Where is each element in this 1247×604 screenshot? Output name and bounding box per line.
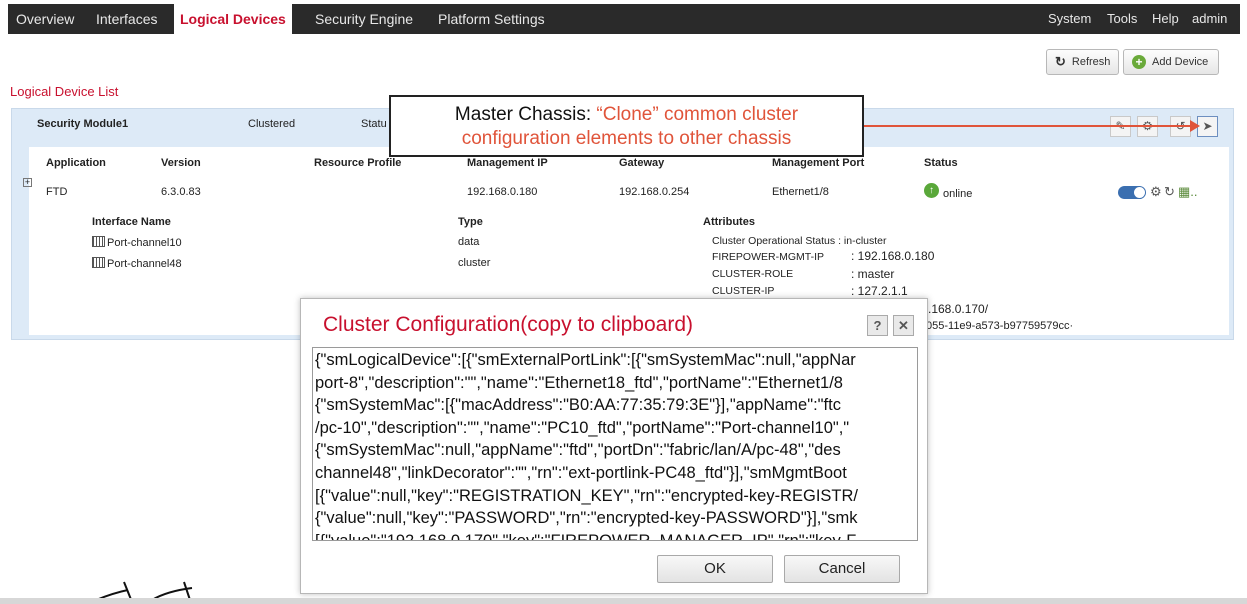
tab-security-engine[interactable]: Security Engine	[315, 11, 414, 27]
refresh-icon: ↻	[1055, 54, 1066, 69]
export-icon[interactable]: ➤	[1197, 116, 1218, 137]
page-title: Logical Device List	[10, 84, 119, 99]
online-status-icon: ↑	[924, 183, 939, 198]
attr-key: Cluster Operational Status	[712, 235, 836, 247]
interface-name: Port-channel48	[107, 258, 182, 270]
cluster-config-dialog: Cluster Configuration(copy to clipboard)…	[300, 298, 928, 594]
attr-value: : master	[851, 267, 895, 281]
interface-type: cluster	[458, 257, 491, 269]
dialog-title: Cluster Configuration(copy to clipboard)	[323, 313, 694, 336]
callout-quote: “Clone” common cluster	[596, 104, 799, 125]
config-line: {"smLogicalDevice":[{"smExternalPortLink…	[315, 351, 856, 369]
device-name: Security Module1	[37, 118, 129, 130]
enable-toggle[interactable]	[1118, 186, 1146, 199]
add-device-button[interactable]: + Add Device	[1123, 49, 1219, 75]
callout-arrow	[864, 125, 1194, 127]
close-icon[interactable]: ✕	[893, 315, 914, 336]
help-icon[interactable]: ?	[867, 315, 888, 336]
app-version: 6.3.0.83	[161, 186, 201, 198]
interface-row-port-channel10: Port-channel10	[92, 236, 182, 249]
refresh-button[interactable]: ↻ Refresh	[1046, 49, 1120, 75]
tab-interfaces[interactable]: Interfaces	[96, 11, 158, 27]
interface-name: Port-channel10	[107, 237, 182, 249]
config-line: port-8","description":"","name":"Etherne…	[315, 373, 843, 392]
add-device-label: Add Device	[1152, 56, 1209, 68]
tab-overview[interactable]: Overview	[16, 11, 75, 27]
header-version: Version	[161, 157, 201, 169]
scribble-mark	[95, 581, 193, 603]
header-management-ip: Management IP	[467, 157, 548, 169]
attr-key: CLUSTER-ROLE	[712, 268, 794, 280]
attr-key: CLUSTER-IP	[712, 285, 775, 297]
app-reload-icon[interactable]: ↻	[1164, 184, 1175, 199]
nav-user-admin[interactable]: admin	[1192, 11, 1228, 26]
cluster-config-textarea[interactable]: {"smLogicalDevice":[{"smExternalPortLink…	[312, 347, 918, 541]
header-interface-type: Type	[458, 216, 483, 228]
callout-colon: :	[585, 104, 597, 125]
header-interface-name: Interface Name	[92, 216, 171, 228]
app-gateway: 192.168.0.254	[619, 186, 690, 198]
tab-logical-devices[interactable]: Logical Devices	[174, 4, 292, 34]
attr-sep: :	[835, 235, 844, 247]
ok-button[interactable]: OK	[657, 555, 773, 583]
attr-partial-value: 055-11e9-a573-b97759579cc·	[926, 320, 1074, 332]
config-line: {"value":null,"key":"PASSWORD","rn":"enc…	[315, 509, 858, 528]
app-name: FTD	[46, 186, 68, 198]
app-management-port: Ethernet1/8	[772, 186, 829, 198]
master-chassis-callout: Master Chassis: “Clone” common cluster c…	[389, 95, 864, 157]
header-attributes: Attributes	[703, 216, 755, 228]
header-management-port: Management Port	[772, 157, 865, 169]
interface-type: data	[458, 236, 480, 248]
header-status: Status	[924, 157, 958, 169]
callout-bold: Master Chassis	[454, 104, 586, 125]
nav-system[interactable]: System	[1048, 11, 1092, 26]
header-resource-profile: Resource Profile	[314, 157, 402, 169]
refresh-label: Refresh	[1071, 56, 1111, 68]
config-line: {"smSystemMac":null,"appName":"ftd","por…	[315, 441, 841, 460]
attr-partial-value: .168.0.170/	[928, 302, 989, 316]
expand-icon[interactable]: +	[23, 177, 32, 187]
header-application: Application	[46, 157, 106, 169]
app-launch-icon[interactable]: ▦..	[1178, 184, 1198, 199]
config-line: [{"value":null,"key":"REGISTRATION_KEY",…	[315, 486, 858, 505]
config-line: [{"value":"192.168.0.170","key":"FIREPOW…	[315, 531, 857, 541]
top-nav-bar: Overview Interfaces Logical Devices Secu…	[8, 4, 1240, 34]
device-status-label: Statu	[361, 118, 387, 130]
attr-key: FIREPOWER-MGMT-IP	[712, 251, 824, 263]
attr-value: : 192.168.0.180	[851, 249, 935, 263]
callout-line-2: configuration elements to other chassis	[461, 128, 792, 149]
attr-cluster-status: Cluster Operational Status : in-cluster	[712, 235, 887, 247]
config-line: channel48","linkDecorator":"","rn":"ext-…	[315, 463, 847, 482]
port-channel-icon	[92, 236, 105, 247]
cancel-button[interactable]: Cancel	[784, 555, 900, 583]
device-mode: Clustered	[248, 118, 296, 130]
nav-tools[interactable]: Tools	[1107, 11, 1138, 26]
callout-line-1: Master Chassis: “Clone” common cluster	[391, 103, 862, 127]
tab-platform-settings[interactable]: Platform Settings	[438, 11, 545, 27]
nav-help[interactable]: Help	[1152, 11, 1179, 26]
config-line: /pc-10","description":"","name":"PC10_ft…	[315, 418, 850, 437]
app-management-ip: 192.168.0.180	[467, 186, 538, 198]
top-nav: Overview Interfaces Logical Devices Secu…	[0, 0, 1247, 38]
interface-row-port-channel48: Port-channel48	[92, 257, 182, 270]
app-settings-icon[interactable]: ⚙	[1150, 184, 1162, 199]
add-icon: +	[1132, 55, 1146, 69]
bottom-strip	[0, 598, 1247, 604]
header-gateway: Gateway	[619, 157, 665, 169]
attr-value: : 127.2.1.1	[851, 284, 908, 298]
callout-arrow-head	[1190, 120, 1200, 132]
port-channel-icon	[92, 257, 105, 268]
app-status: online	[943, 188, 973, 200]
attr-value: in-cluster	[843, 235, 887, 247]
config-line: {"smSystemMac":[{"macAddress":"B0:AA:77:…	[315, 396, 841, 415]
